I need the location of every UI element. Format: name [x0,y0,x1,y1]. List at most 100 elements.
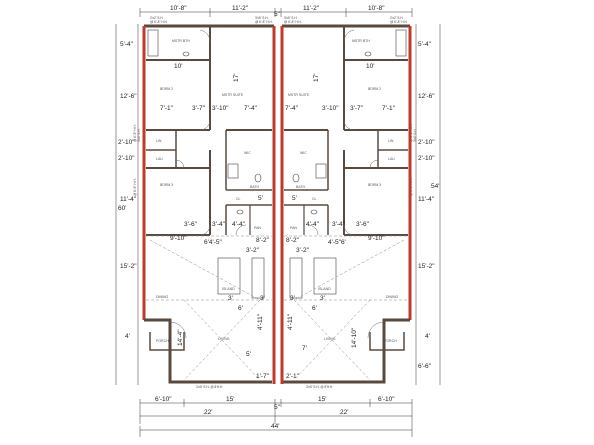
room-pantry-right: PAN [290,226,297,230]
dim-7-1-right: 7'-1" [382,105,396,112]
dim-3-right-b: 3' [320,295,325,302]
half-dim-left: 22' [204,409,212,416]
dim-4-4-right: 4'-4" [306,221,320,228]
dim-6-4-5-left: 6'4'-5" [204,239,222,246]
right-window-label-2: 3'x5' S.H. [413,128,417,142]
left-window-label-b: @ 6'-8" H.H. [133,178,137,196]
left-window-label-2: 3'x5' S.H. [137,128,141,142]
room-master-bath-left: MSTR BTH [172,39,190,43]
top-dim-2: 11'-2" [232,5,249,12]
left-dim-7: 4' [125,333,130,340]
dim-14-10-right: 14'-10" [351,327,358,348]
room-living-left: LIVING [218,337,230,341]
dim-17-left: 17' [233,74,240,82]
right-dim-5: 11'-4" [418,196,435,203]
top-window-3: 3'x5' S.H. [284,16,298,20]
room-bath-right: BATH [296,185,306,189]
room-closet-left: CL [236,197,241,201]
bottom-window-right: 3'x5' S.H. @ 8'H.H. [306,385,333,389]
dim-3-4-right: 3'-4" [332,221,346,228]
dim-10-right: 10' [366,63,374,70]
dim-3-4-left: 3'-4" [212,221,226,228]
room-porch-left: PORCH [156,339,169,343]
dim-4-5-6-right: 4'-5"6' [328,239,346,246]
dim-1-7-left: 1'-7" [256,373,270,380]
room-laundry-right: LAU [388,157,395,161]
room-labels: MSTR BTH MSTR BTH MSTR SUITE MSTR SUITE … [156,39,399,343]
right-dimension-string: 5'-4" 12'-6" 2'-10" 2'-10" 11'-4" 15'-2"… [415,24,441,385]
left-unit-walls [146,26,272,236]
half-dim-right: 22' [340,409,348,416]
room-bedroom2-right: BDRM 2 [368,87,381,91]
room-linen-left: LIN [156,139,162,143]
left-dimension-string: 5'-4" 12'-6" 2'-10" 2'-10" 11'-4" 15'-2"… [115,24,139,385]
top-window-2: 3'x5' S.H. [255,16,269,20]
dim-3-left-a: 3' [228,295,233,302]
room-wic-left: WIC [244,151,251,155]
dim-3-2-left: 3'-2" [246,247,260,254]
dim-4-11-right: 4'-11" [287,313,294,330]
room-pantry-left: PAN [254,226,261,230]
dim-3-6-left: 3'-6" [184,221,198,228]
room-wic-right: WIC [300,151,307,155]
right-dim-7: 4' [425,333,430,340]
top-dimension-string: 10'-8" 11'-2" 5" 11'-2" 10'-8" 2'x2' S.H… [139,5,413,24]
dim-5-right: 5' [292,195,297,202]
left-dim-4: 2'-10" [118,155,135,162]
left-dim-1: 5'-4" [120,41,134,48]
dim-10-left: 10' [174,63,182,70]
top-window-1: 2'x2' S.H. [150,16,164,20]
room-dining-right: DINING [386,295,399,299]
bottom-dim-2: 15' [226,396,234,403]
overall-left-dim: 60' [118,205,126,212]
left-dim-3: 2'-10" [118,139,135,146]
right-dim-2: 12'-6" [418,93,435,100]
overall-right-dim: 54' [431,183,439,190]
room-living-right: LIVING [324,337,336,341]
interior-dimensions: 10' 10' 17' 17' 7'-1" 3'-7" 7'-4" 3'-10"… [160,63,396,380]
dim-8-2-right: 8'-2" [286,237,300,244]
top-dim-4: 11'-2" [303,5,320,12]
bottom-dim-1: 6'-10" [155,396,172,403]
overall-width-dim: 44' [271,423,279,430]
dim-5-living-left: 5' [246,351,251,358]
bottom-dim-3: 5" [274,404,281,411]
top-dim-1: 10'-8" [170,5,187,12]
left-window-label: @ 6'-8" H.H. [133,124,137,142]
right-dim-4: 2'-10" [418,155,435,162]
room-master-suite-left: MSTR SUITE [222,93,244,97]
room-porch-right: PORCH [384,339,397,343]
dim-5-left: 5' [258,195,263,202]
dim-3-10-right: 3'-10" [322,105,339,112]
dim-6-left: 6' [238,305,243,312]
top-window-2-sub: @ 6'-8" H.H. [255,20,273,24]
top-dim-5: 10'-8" [368,5,385,12]
top-window-4: 2'x2' S.H. [390,16,404,20]
left-dim-2: 12'-6" [120,93,137,100]
dim-14-4-left: 14'-4" [177,329,184,346]
plumbing-fixtures [147,29,407,215]
dim-3-2-right: 3'-2" [296,247,310,254]
dim-7-4-right: 7'-4" [285,105,299,112]
dim-3-7-right: 3'-7" [350,105,364,112]
dim-17-right: 17' [313,74,320,82]
left-dim-6: 15'-2" [120,263,137,270]
kitchen-and-porch-frames [149,257,405,351]
dim-4-4-left: 4'-4" [232,221,246,228]
room-laundry-left: LAU [156,157,163,161]
right-dim-1: 5'-4" [418,41,432,48]
room-island-left: ISLAND [222,287,235,291]
bottom-window-left: 3'x5' S.H. @ 8'H.H. [196,385,223,389]
dim-4-11-left: 4'-11" [257,313,264,330]
door-swings [169,29,385,339]
right-dim-6: 15'-2" [418,263,435,270]
room-bedroom3-right: BDRM 3 [368,183,381,187]
left-dim-5: 11'-4" [120,196,137,203]
room-bath-left: BATH [250,185,260,189]
room-bedroom3-left: BDRM 3 [160,183,173,187]
dim-7-1-left: 7'-1" [160,105,174,112]
room-island-right: ISLAND [318,287,331,291]
right-dim-3: 2'-10" [418,139,435,146]
dim-3-right-a: 3' [290,295,295,302]
dim-3-10-left: 3'-10" [212,105,229,112]
